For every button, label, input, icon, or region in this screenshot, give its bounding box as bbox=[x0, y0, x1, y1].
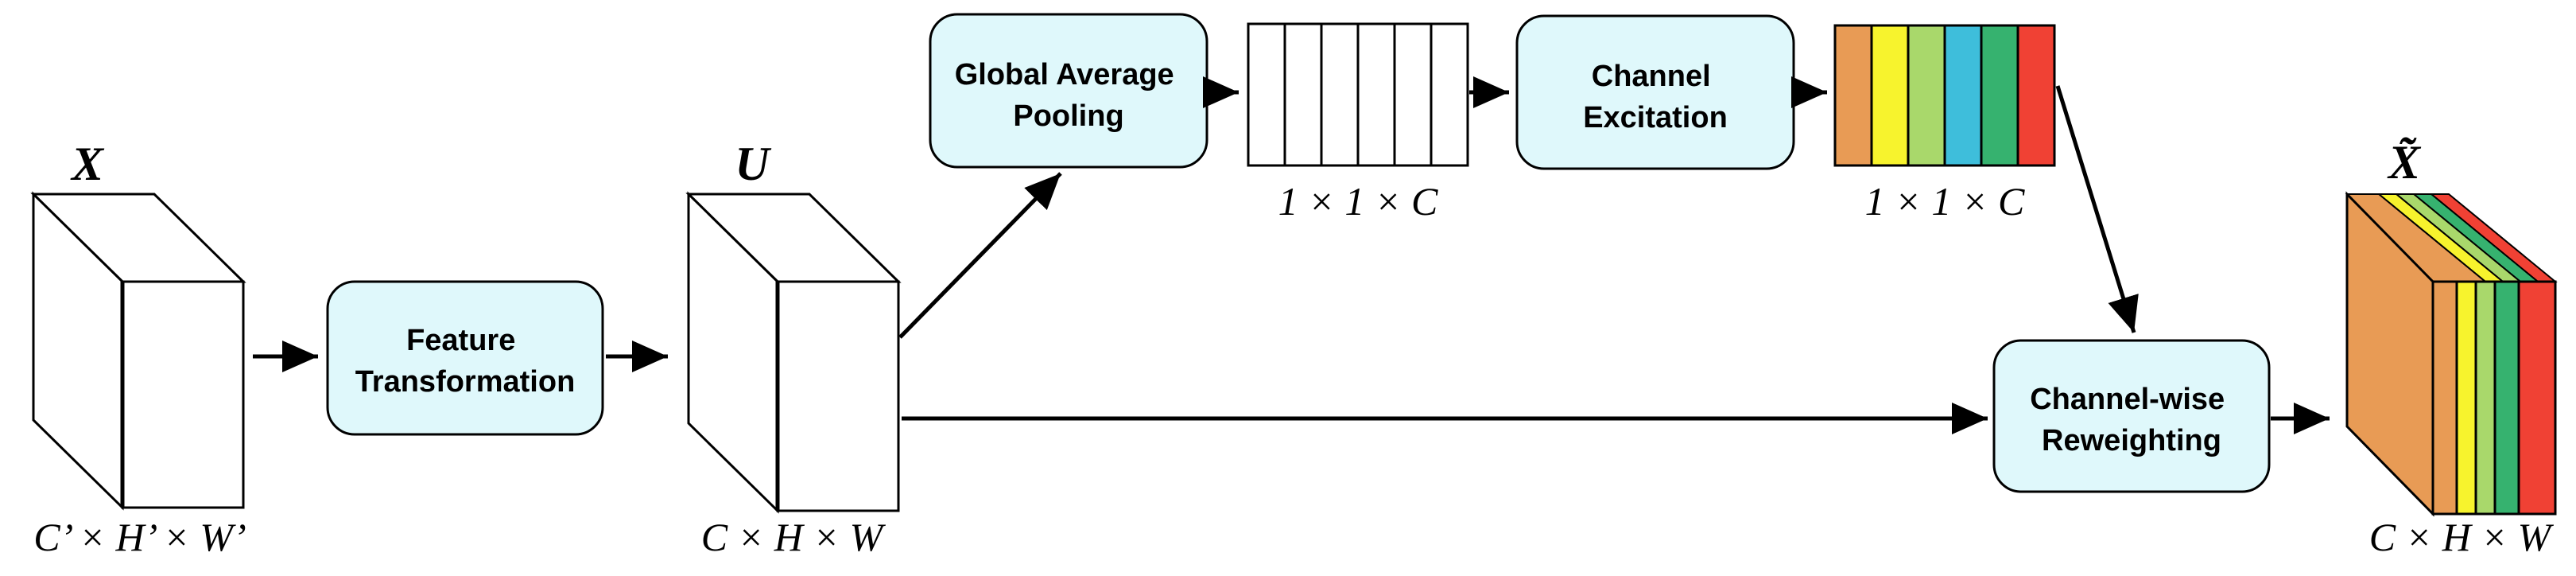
weight-channel-3 bbox=[1908, 25, 1945, 165]
svg-text:Global Average Pooling: Global Average Pooling bbox=[955, 58, 1183, 133]
gap-label-line1: Global Average bbox=[955, 58, 1174, 91]
weight-channel-2 bbox=[1872, 25, 1908, 165]
weight-channel-4 bbox=[1945, 25, 1981, 165]
channel-weights-vector bbox=[1833, 24, 2056, 167]
output-front-lightgreen bbox=[2474, 280, 2496, 516]
global-average-pooling-box: Global Average Pooling bbox=[929, 13, 1208, 169]
u-symbol: U bbox=[735, 138, 771, 190]
weight-channel-5 bbox=[1981, 25, 2018, 165]
x-dims: C’ × H’ × W’ bbox=[33, 515, 246, 559]
gap-label-line2: Pooling bbox=[1013, 99, 1123, 133]
output-tensor bbox=[2345, 191, 2558, 517]
output-symbol: X̃ bbox=[2387, 136, 2422, 189]
arrow-weights-to-reweighting bbox=[2055, 85, 2139, 333]
x-symbol: X bbox=[70, 138, 105, 190]
svg-text:Feature Transformation: Feature Transformation bbox=[355, 324, 576, 399]
svg-text:Channel Excitation: Channel Excitation bbox=[1583, 60, 1728, 134]
input-tensor-x bbox=[30, 191, 246, 511]
output-front-red bbox=[2517, 280, 2557, 516]
arrow-u-to-gap bbox=[898, 172, 1062, 339]
svg-text:Channel-wise Reweighting: Channel-wise Reweighting bbox=[2030, 383, 2233, 457]
weight-channel-1 bbox=[1835, 25, 1872, 165]
channel-wise-reweighting-box: Channel-wise Reweighting bbox=[1992, 339, 2271, 493]
tensor-u bbox=[685, 191, 902, 514]
ce-label-line1: Channel bbox=[1592, 60, 1711, 93]
ce-label-line2: Excitation bbox=[1583, 101, 1728, 134]
channel-excitation-box: Channel Excitation bbox=[1515, 14, 1795, 170]
cr-label-line2: Reweighting bbox=[2042, 424, 2221, 457]
feature-transformation-box: Feature Transformation bbox=[326, 280, 604, 436]
u-dims: C × H × W bbox=[701, 515, 886, 559]
ft-label-line1: Feature bbox=[406, 324, 515, 357]
ft-label-line2: Transformation bbox=[355, 365, 576, 399]
output-front-green bbox=[2493, 280, 2520, 516]
cr-label-line1: Channel-wise bbox=[2030, 383, 2225, 416]
output-front-yellow bbox=[2455, 280, 2477, 516]
output-dims: C × H × W bbox=[2369, 515, 2555, 559]
pooled-vector-dims: 1 × 1 × C bbox=[1278, 179, 1438, 224]
weights-vector-dims: 1 × 1 × C bbox=[1865, 179, 2025, 224]
output-front-orange bbox=[2431, 280, 2458, 516]
pooled-vector bbox=[1247, 22, 1469, 167]
weight-channel-6 bbox=[2018, 25, 2054, 165]
